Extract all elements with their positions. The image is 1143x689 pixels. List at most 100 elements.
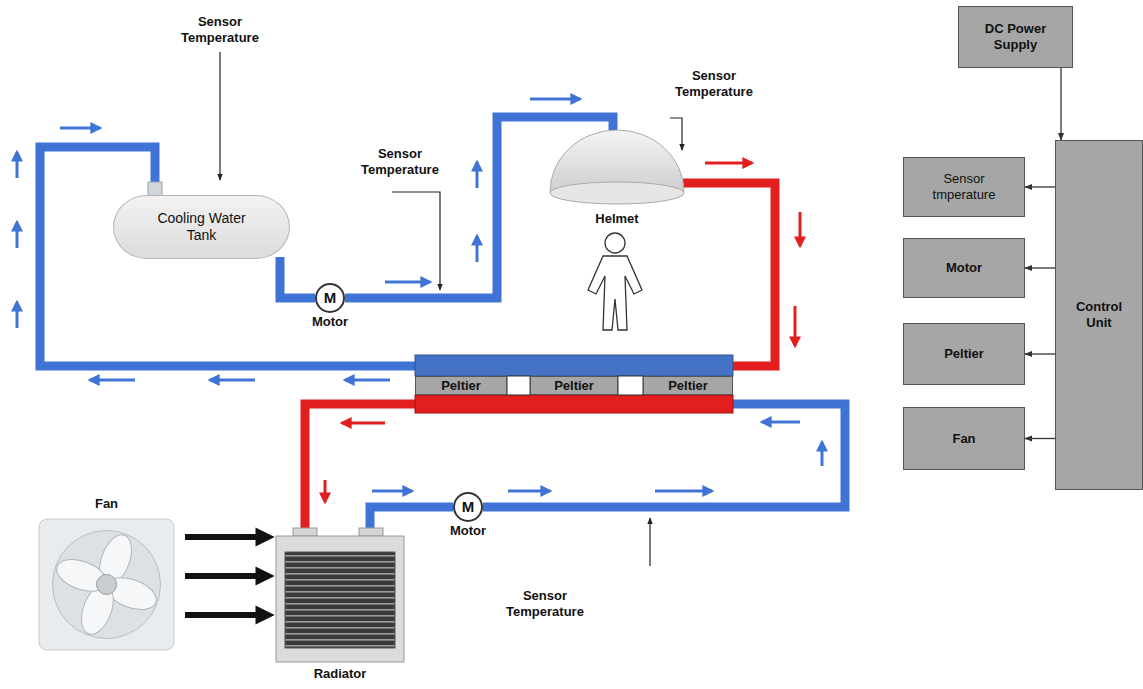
airflow-arrow [185,612,267,618]
airflow-arrow [185,534,267,540]
flow-arrow [762,421,800,424]
flow-arrow [655,490,712,493]
leader-line [649,518,650,566]
part-label: Radiator [314,666,367,682]
water-tank: Cooling Water Tank [113,195,290,259]
flow-arrow [530,98,580,101]
part-label: Fan [95,496,118,512]
radiator-unit: Radiator [275,528,405,663]
pump-motor: MMotor [453,492,483,522]
radiator-body [276,536,404,662]
sensor-block: Sensor tmperature [903,157,1025,217]
cold-plate [415,355,733,376]
fan-unit: Fan [38,518,175,651]
control-unit-box: Control Unit [1055,140,1143,490]
leader-line [670,118,682,150]
red-pipe [683,183,775,366]
flow-arrow [325,163,800,502]
person-figure [588,233,642,330]
airflow-arrow [185,573,267,579]
flow-arrow [16,302,19,328]
peltier-module: Peltier [643,376,733,395]
control-arrow [1025,267,1055,268]
node-text: Peltier [668,378,708,394]
peltier-block: Peltier [903,323,1025,385]
pipe-nozzle [148,182,162,196]
flow-arrow [705,162,752,165]
node-text: M [324,289,337,307]
peltier-module: Peltier [530,376,618,395]
flow-arrow [476,162,479,188]
blue-pipe [345,117,613,298]
helmet-dome: Helmet [548,128,686,208]
person-figure [588,256,642,330]
flow-arrow [60,127,100,130]
node-text: Control Unit [1069,299,1129,330]
flow-arrow [17,99,822,491]
pipe-nozzle [148,182,162,196]
shape-outline [548,128,686,208]
node-text: DC Power Supply [966,21,1066,52]
radiator-cap [359,528,383,536]
flow-arrow [372,490,412,493]
power-supply-box: DC Power Supply [958,6,1073,68]
blue-pipe [483,404,845,507]
radiator-cap [293,528,317,536]
radiator-grille [285,552,395,648]
part-label: Motor [312,314,348,330]
sensor-callout: Sensor Temperature [659,68,769,100]
part-label: Motor [450,523,486,539]
plate-gap [618,376,643,395]
person-figure [605,233,625,253]
control-arrow [1025,353,1055,354]
node-text: Cooling Water Tank [146,210,258,244]
leader-line [392,192,440,290]
node-text: M [462,498,475,516]
part-label: Helmet [595,211,638,227]
water-pipe [40,147,845,530]
node-text: Fan [952,431,975,447]
heat-exchanger-plate [415,355,733,413]
blue-pipe [370,507,453,530]
flow-arrow [342,422,385,425]
control-arrow [1025,438,1055,439]
node-text: Peltier [944,346,984,362]
control-arrow [1060,68,1061,140]
flow-arrow [210,379,255,382]
blue-pipe [40,147,415,366]
flow-arrow [324,480,327,502]
hot-plate [415,395,733,413]
flow-arrow [16,222,19,248]
motor-block: Motor [903,238,1025,298]
flow-arrow [821,442,824,466]
flow-arrow [476,236,479,262]
node-text: Sensor tmperature [924,171,1004,202]
flow-arrow [345,379,390,382]
flow-arrow [794,306,797,346]
control-arrow [1025,186,1055,187]
node-text: Peltier [441,378,481,394]
fan-hub [97,575,117,595]
flow-arrow [508,490,550,493]
fan-block: Fan [903,407,1025,470]
flow-arrow [16,152,19,178]
node-text: Peltier [554,378,594,394]
flow-arrow [799,212,802,246]
peltier-module: Peltier [415,376,507,395]
flow-arrow [90,379,135,382]
flow-arrow [385,281,430,284]
pump-motor: MMotor [315,283,345,313]
leader-line [219,52,220,180]
node-text: Motor [946,260,982,276]
shape-outline [275,528,405,663]
plate-gap [507,376,530,395]
sensor-callout: Sensor Temperature [345,146,455,178]
blue-pipe [280,257,315,298]
leader-line [220,52,682,566]
shape-outline [38,518,175,651]
fan-housing [39,519,174,650]
sensor-callout: Sensor Temperature [490,588,600,620]
helmet-rim [550,182,684,204]
fan-ring [53,531,161,639]
sensor-callout: Sensor Temperature [165,14,275,46]
